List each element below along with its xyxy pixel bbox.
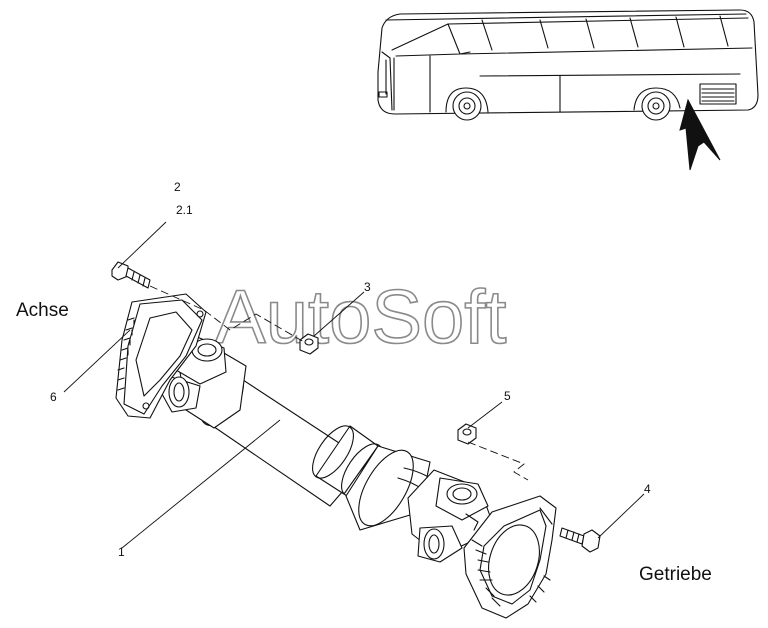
bus-overview bbox=[377, 9, 759, 171]
callout-1: 1 bbox=[118, 545, 125, 559]
nut-5 bbox=[457, 423, 477, 445]
callout-3: 3 bbox=[364, 280, 371, 294]
nut-3 bbox=[299, 333, 319, 355]
callout-4: 4 bbox=[644, 482, 651, 496]
callout-2: 2 bbox=[174, 180, 181, 194]
bolt-4 bbox=[559, 527, 601, 553]
callout-5: 5 bbox=[504, 389, 511, 403]
callout-6: 6 bbox=[50, 390, 57, 404]
label-achse: Achse bbox=[16, 300, 69, 321]
callout-2-1: 2.1 bbox=[176, 203, 193, 217]
leader-lines bbox=[63, 221, 645, 549]
label-getriebe: Getriebe bbox=[639, 564, 712, 585]
bolt-2 bbox=[111, 261, 151, 289]
watermark-text: AutoSoft bbox=[215, 275, 507, 360]
propeller-shaft bbox=[115, 293, 557, 619]
location-arrow bbox=[679, 98, 721, 171]
